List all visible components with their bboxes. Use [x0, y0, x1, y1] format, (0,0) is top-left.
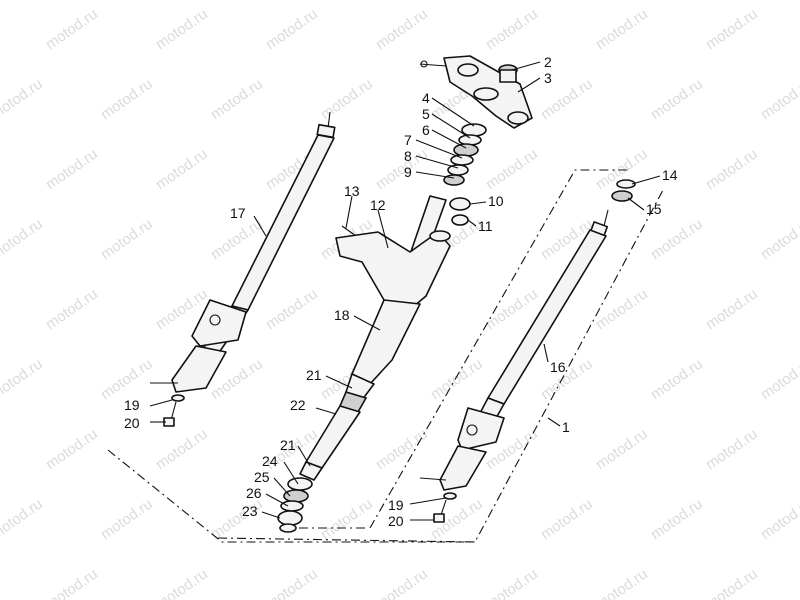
watermark-text: motod.ru	[373, 145, 431, 193]
watermark-text: motod.ru	[318, 75, 376, 123]
callout-14: 14	[662, 167, 678, 183]
right-fork-leg	[419, 179, 636, 523]
watermark-text: motod.ru	[593, 5, 651, 53]
watermark-text: motod.ru	[703, 145, 761, 193]
watermark-text: motod.ru	[428, 355, 486, 403]
callout-19-right: 19	[388, 497, 404, 513]
watermark-text: motod.ru	[758, 495, 800, 543]
watermark-text: motod.ru	[43, 5, 101, 53]
watermark-text: motod.ru	[373, 565, 431, 600]
callout-20-left: 20	[124, 415, 140, 431]
callout-21-bottom: 21	[280, 437, 296, 453]
watermark-text: motod.ru	[758, 75, 800, 123]
watermark-text: motod.ru	[98, 215, 156, 263]
callout-25: 25	[254, 469, 270, 485]
watermark-text: motod.ru	[758, 215, 800, 263]
callout-1: 1	[562, 419, 570, 435]
lower-bracket	[345, 299, 421, 401]
watermark-text: motod.ru	[153, 565, 211, 600]
callout-5: 5	[422, 106, 430, 122]
watermark-text: motod.ru	[43, 425, 101, 473]
watermark-text: motod.ru	[208, 75, 266, 123]
callout-10: 10	[488, 193, 504, 209]
watermark-text: motod.ru	[703, 285, 761, 333]
watermark-text: motod.ru	[153, 425, 211, 473]
callout-11: 11	[478, 218, 493, 234]
watermark-text: motod.ru	[648, 75, 706, 123]
watermark-text: motod.ru	[703, 565, 761, 600]
left-fork-leg	[150, 111, 336, 427]
callout-24: 24	[262, 453, 278, 469]
watermark-text: motod.ru	[0, 75, 46, 123]
callout-3: 3	[544, 70, 552, 86]
callout-18: 18	[334, 307, 350, 323]
watermark-text: motod.ru	[373, 5, 431, 53]
watermark-text: motod.ru	[483, 565, 541, 600]
watermark-text: motod.ru	[153, 5, 211, 53]
watermark-text: motod.ru	[483, 145, 541, 193]
watermark-text: motod.ru	[98, 495, 156, 543]
callout-4: 4	[422, 90, 430, 106]
steering-bearing-stack	[443, 123, 487, 186]
leader-lines	[149, 61, 661, 521]
watermark-text: motod.ru	[263, 565, 321, 600]
watermark-text: motod.ru	[263, 5, 321, 53]
callout-17: 17	[230, 205, 246, 221]
watermark-text: motod.ru	[263, 285, 321, 333]
callout-13: 13	[344, 183, 360, 199]
watermark-text: motod.ru	[98, 75, 156, 123]
callout-9: 9	[404, 164, 412, 180]
watermark-text: motod.ru	[0, 215, 46, 263]
watermark-text: motod.ru	[593, 565, 651, 600]
watermark-text: motod.ru	[648, 495, 706, 543]
callout-12: 12	[370, 197, 386, 213]
watermark-text: motod.ru	[43, 565, 101, 600]
watermark-text: motod.ru	[758, 355, 800, 403]
watermark-text: motod.ru	[648, 215, 706, 263]
watermark-text: motod.ru	[648, 355, 706, 403]
lower-bearing-stack	[277, 477, 313, 533]
callout-19-left: 19	[124, 397, 140, 413]
watermark-text: motod.ru	[538, 355, 596, 403]
watermark-text: motod.ru	[703, 5, 761, 53]
watermark-text: motod.ru	[0, 355, 46, 403]
callout-16: 16	[550, 359, 566, 375]
watermark-text: motod.ru	[593, 425, 651, 473]
watermark-text: motod.ru	[153, 145, 211, 193]
watermark-text: motod.ru	[43, 285, 101, 333]
watermark-text: motod.ru	[593, 285, 651, 333]
callout-labels: 2 3 4 5 6 7 8 9 10 11 12 13 14 15 16 17 …	[124, 54, 678, 529]
callout-6: 6	[422, 122, 430, 138]
watermark-text: motod.ru	[43, 145, 101, 193]
top-clamp	[419, 55, 533, 129]
callout-15: 15	[646, 201, 662, 217]
callout-8: 8	[404, 148, 412, 164]
callout-26: 26	[246, 485, 262, 501]
callout-23: 23	[242, 503, 258, 519]
callout-21-top: 21	[306, 367, 322, 383]
watermark-text: motod.ru	[373, 425, 431, 473]
bearing-seal-parts	[449, 197, 471, 226]
callout-2: 2	[544, 54, 552, 70]
callout-22: 22	[290, 397, 306, 413]
watermark-text: motod.ru	[318, 495, 376, 543]
watermark-text: motod.ru	[703, 425, 761, 473]
watermark-text: motod.ru	[483, 5, 541, 53]
callout-7: 7	[404, 132, 412, 148]
watermark-text: motod.ru	[538, 495, 596, 543]
steering-stem	[299, 391, 368, 481]
lower-yoke	[335, 195, 451, 319]
watermark-text: motod.ru	[0, 495, 46, 543]
callout-20-right: 20	[388, 513, 404, 529]
